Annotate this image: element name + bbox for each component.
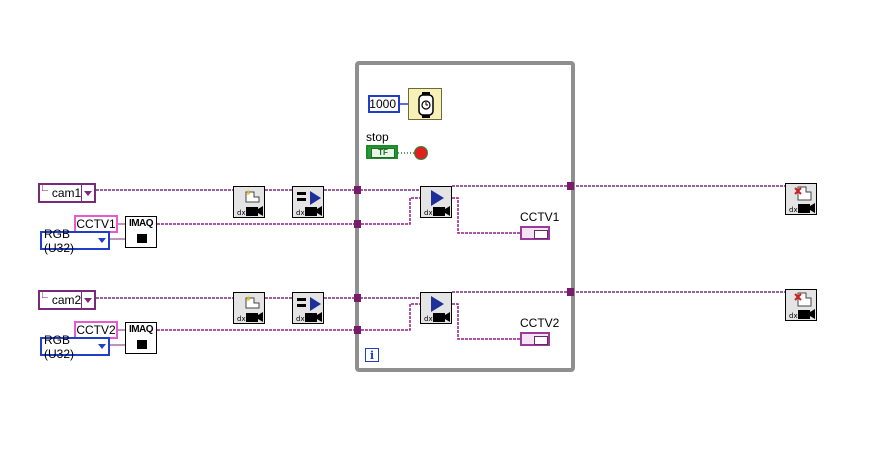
stop-button-terminal[interactable]: TF (366, 145, 398, 159)
iteration-terminal: i (365, 348, 379, 362)
image-display-2[interactable] (520, 332, 550, 346)
dropdown-arrow-icon[interactable] (81, 185, 94, 201)
grab-play-icon: dx (424, 190, 450, 217)
io-tag-icon: ∟ (40, 183, 50, 194)
close-camera-icon: dx (789, 186, 815, 214)
imaqdx-configure-2[interactable]: dx (292, 292, 324, 324)
tunnel-image1-in[interactable] (354, 220, 361, 228)
wire-grab1-to-display (452, 197, 520, 234)
open-camera-icon: dx (237, 295, 263, 323)
watch-icon (418, 92, 434, 118)
image-display-1[interactable] (520, 226, 550, 240)
svg-text:dx: dx (424, 209, 433, 217)
display2-label: CCTV2 (520, 316, 560, 330)
tunnel-cam1-out[interactable] (567, 182, 574, 190)
refnum-wires (96, 185, 789, 299)
wire-image2-to-grab (157, 303, 420, 331)
tunnel-image2-in[interactable] (354, 326, 361, 334)
dropdown-arrow-icon[interactable] (96, 233, 108, 248)
imaq-label: IMAQ (128, 324, 154, 335)
cam1-label: cam1 (51, 186, 82, 200)
svg-text:dx: dx (296, 315, 305, 323)
dropdown-arrow-icon[interactable] (81, 292, 94, 308)
rgb1-ring[interactable]: RGB (U32) (40, 227, 110, 255)
image-display-icon (534, 230, 548, 239)
close-camera-icon: dx (789, 292, 815, 320)
stop-label: stop (366, 130, 389, 144)
cam2-label: cam2 (51, 293, 82, 307)
imaq-image-icon (137, 234, 147, 243)
imaqdx-open-1[interactable]: dx (233, 186, 265, 218)
configure-grab-icon: dx (296, 191, 322, 217)
imaqdx-open-2[interactable]: dx (233, 292, 265, 324)
image2-name-constant[interactable]: CCTV2 (74, 321, 118, 339)
rgb2-ring[interactable]: RGB (U32) (40, 333, 110, 361)
rgb2-label: RGB (U32) (44, 332, 75, 361)
configure-grab-icon: dx (296, 297, 322, 323)
svg-text:dx: dx (789, 312, 798, 320)
imaq-label: IMAQ (128, 218, 154, 229)
image-display-icon (534, 336, 548, 345)
imaq-create-2[interactable]: IMAQ (125, 322, 157, 354)
cam2-control[interactable]: ∟ cam2 (38, 290, 96, 310)
display1-label: CCTV1 (520, 210, 560, 224)
io-tag-icon: ∟ (40, 290, 50, 301)
svg-text:dx: dx (424, 315, 433, 323)
cam1-control[interactable]: ∟ cam1 (38, 183, 96, 203)
wait-ms-constant[interactable]: 1000 (368, 95, 400, 113)
wait-ms-function[interactable] (408, 88, 442, 120)
imaqdx-close-2[interactable]: dx (785, 289, 817, 321)
tunnel-cam2-out[interactable] (567, 288, 574, 296)
wire-image1-to-grab (157, 197, 420, 225)
imaqdx-configure-1[interactable]: dx (292, 186, 324, 218)
imaqdx-grab-2[interactable]: dx (420, 292, 452, 324)
while-loop[interactable] (355, 61, 575, 372)
svg-text:dx: dx (237, 209, 246, 217)
svg-text:dx: dx (789, 206, 798, 214)
tunnel-cam2-in[interactable] (354, 294, 361, 302)
image-wires (157, 197, 520, 340)
grab-play-icon: dx (424, 296, 450, 323)
svg-text:dx: dx (296, 209, 305, 217)
loop-condition-icon[interactable] (414, 146, 428, 160)
rgb1-label: RGB (U32) (44, 226, 75, 255)
open-camera-icon: dx (237, 189, 263, 217)
imaq-image-icon (137, 340, 147, 349)
wire-grab2-to-display (452, 303, 520, 340)
imaqdx-close-1[interactable]: dx (785, 183, 817, 215)
tunnel-cam1-in[interactable] (354, 186, 361, 194)
bool-tf-label: TF (371, 148, 395, 158)
dropdown-arrow-icon[interactable] (96, 339, 108, 354)
svg-text:dx: dx (237, 315, 246, 323)
imaqdx-grab-1[interactable]: dx (420, 186, 452, 218)
imaq-create-1[interactable]: IMAQ (125, 216, 157, 248)
